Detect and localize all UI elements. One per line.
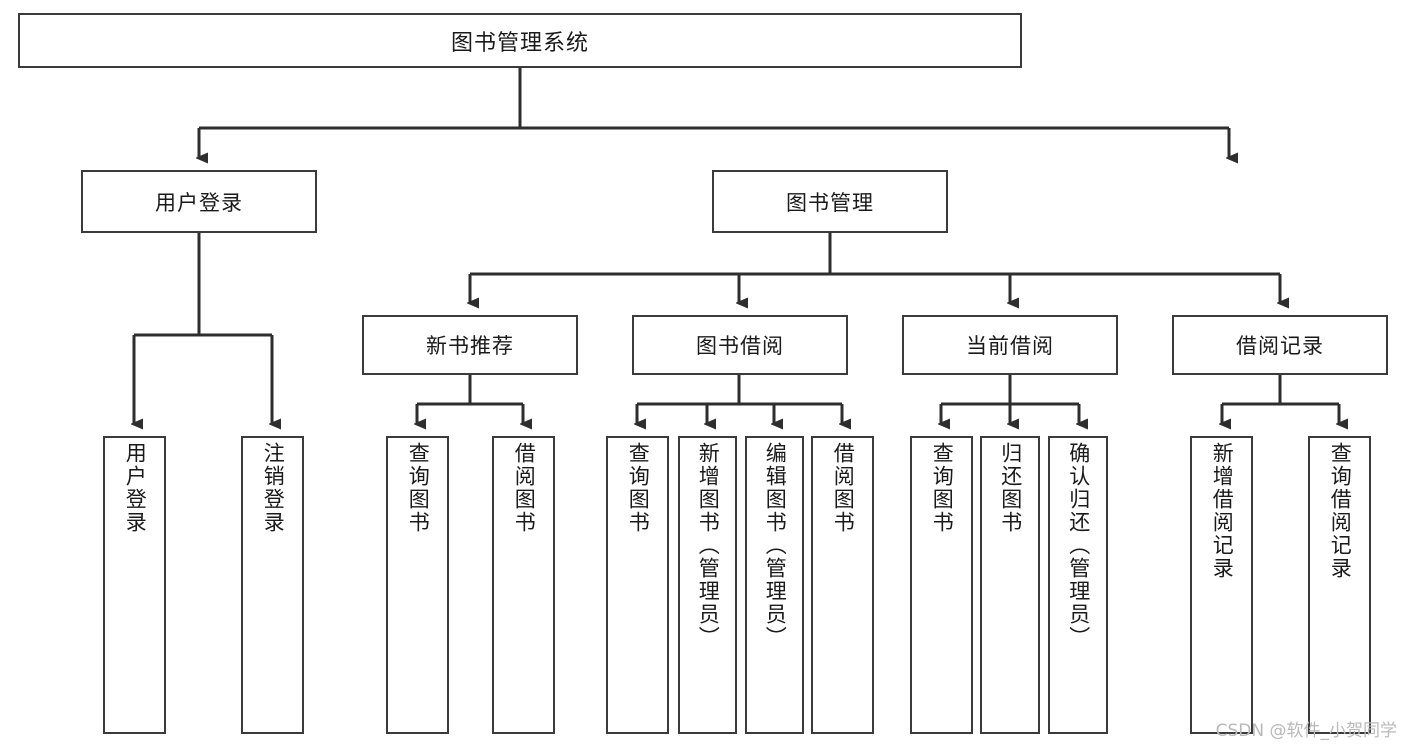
node-label: 图书借阅 (696, 335, 784, 358)
node-book-management[interactable]: 图书管理 (712, 170, 948, 233)
node-label: 用户登录 (155, 191, 243, 215)
node-label: 图书管理 (786, 191, 874, 215)
leaf-borrow-query-book[interactable]: 查询图书 (606, 436, 669, 734)
node-label: 新书推荐 (426, 335, 514, 358)
node-label: 编辑图书（管理员） (763, 442, 787, 649)
leaf-current-return-book[interactable]: 归还图书 (980, 436, 1040, 734)
leaf-borrow-borrow-book[interactable]: 借阅图书 (811, 436, 874, 734)
leaf-recommend-query-book[interactable]: 查询图书 (386, 436, 449, 734)
leaf-borrow-edit-book-admin[interactable]: 编辑图书（管理员） (745, 436, 804, 734)
node-label: 查询图书 (626, 442, 650, 534)
node-root-system[interactable]: 图书管理系统 (18, 13, 1022, 68)
node-label: 归还图书 (998, 442, 1022, 534)
leaf-record-add-record[interactable]: 新增借阅记录 (1190, 436, 1253, 734)
leaf-current-query-book[interactable]: 查询图书 (910, 436, 973, 734)
node-label: 查询图书 (930, 442, 954, 534)
node-label: 新增图书（管理员） (696, 442, 720, 649)
leaf-recommend-borrow-book[interactable]: 借阅图书 (492, 436, 555, 734)
node-current-borrow[interactable]: 当前借阅 (902, 315, 1118, 375)
node-label: 借阅记录 (1236, 335, 1324, 358)
leaf-user-login-login[interactable]: 用户登录 (103, 436, 166, 734)
node-user-login[interactable]: 用户登录 (81, 170, 317, 233)
node-new-book-recommend[interactable]: 新书推荐 (362, 315, 578, 375)
node-label: 确认归还（管理员） (1066, 442, 1090, 649)
leaf-borrow-add-book-admin[interactable]: 新增图书（管理员） (678, 436, 737, 734)
node-label: 当前借阅 (966, 335, 1054, 358)
node-borrow-record[interactable]: 借阅记录 (1172, 315, 1388, 375)
leaf-record-query-record[interactable]: 查询借阅记录 (1308, 436, 1371, 734)
node-label: 注销登录 (261, 442, 285, 534)
node-book-borrow[interactable]: 图书借阅 (632, 315, 848, 375)
leaf-current-confirm-return-admin[interactable]: 确认归还（管理员） (1048, 436, 1108, 734)
node-label: 借阅图书 (831, 442, 855, 534)
leaf-user-login-logout[interactable]: 注销登录 (241, 436, 304, 734)
node-label: 用户登录 (123, 442, 147, 534)
node-label: 图书管理系统 (450, 29, 589, 55)
node-label: 查询图书 (406, 442, 430, 534)
node-label: 借阅图书 (512, 442, 536, 534)
node-label: 查询借阅记录 (1328, 442, 1352, 580)
node-label: 新增借阅记录 (1210, 442, 1234, 580)
